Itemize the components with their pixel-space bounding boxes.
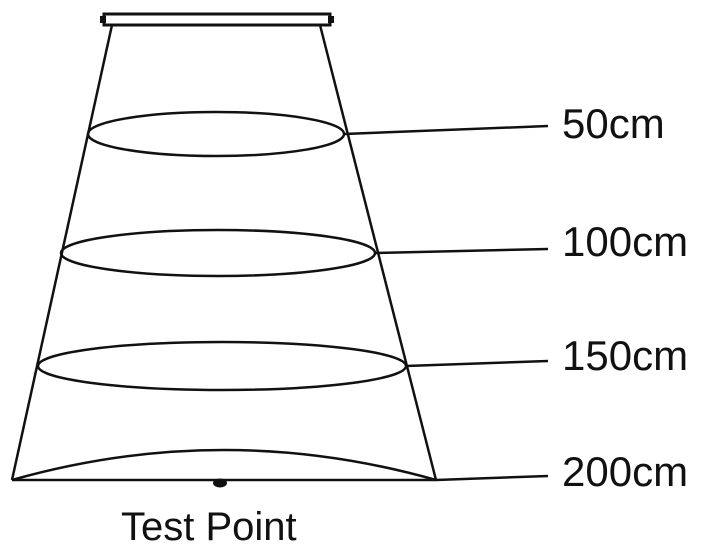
ellipse-100cm <box>59 228 377 278</box>
label-50cm: 50cm <box>562 100 665 147</box>
label-150cm: 150cm <box>562 332 688 379</box>
leader-line-50cm <box>343 124 549 136</box>
test-point-marker <box>213 478 227 488</box>
label-100cm: 100cm <box>562 218 688 265</box>
lamp-fixture-icon <box>100 12 334 27</box>
ellipse-150cm <box>36 340 408 392</box>
leader-line-150cm <box>405 359 549 368</box>
test-point-caption: Test Point <box>121 505 297 548</box>
leader-line-200cm <box>435 474 549 482</box>
base-arc <box>11 448 437 482</box>
ellipse-50cm <box>86 110 346 158</box>
leader-line-100cm <box>374 247 549 255</box>
label-200cm: 200cm <box>562 448 688 495</box>
